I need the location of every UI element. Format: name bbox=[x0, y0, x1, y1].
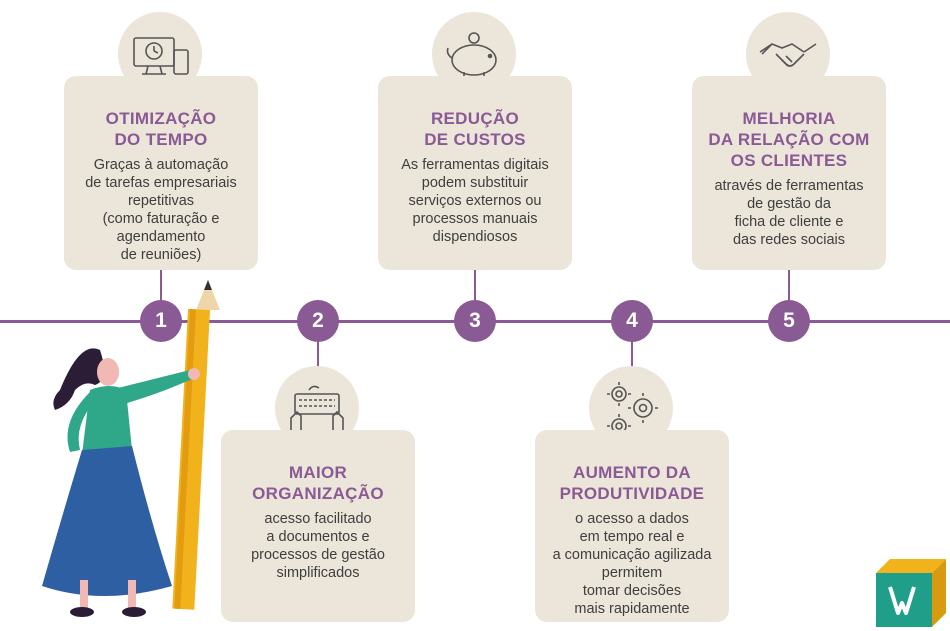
step-body-2: acesso facilitado a documentos e process… bbox=[251, 511, 385, 581]
step-number-2: 2 bbox=[297, 300, 339, 342]
step-card-3: REDUÇÃO DE CUSTOS As ferramentas digitai… bbox=[378, 76, 572, 270]
step-title-2: MAIOR ORGANIZAÇÃO bbox=[252, 463, 384, 503]
step-number-3: 3 bbox=[454, 300, 496, 342]
step-body-5: através de ferramentas de gestão da fich… bbox=[714, 178, 864, 248]
connector-3 bbox=[474, 270, 476, 322]
pencil-icon bbox=[172, 280, 220, 610]
woman-with-pencil-illustration bbox=[42, 280, 220, 617]
brand-logo-icon bbox=[876, 559, 946, 627]
computer-clock-icon bbox=[133, 37, 189, 75]
step-body-4: o acesso a dados em tempo real e a comun… bbox=[552, 511, 712, 617]
step-title-5: MELHORIA DA RELAÇÃO COM OS CLIENTES bbox=[708, 109, 870, 170]
hands-keyboard-icon bbox=[290, 385, 344, 432]
step-title-3: REDUÇÃO DE CUSTOS bbox=[424, 109, 526, 149]
gears-icon bbox=[607, 382, 658, 438]
step-card-4: AUMENTO DA PRODUTIVIDADE o acesso a dado… bbox=[535, 430, 729, 622]
step-body-3: As ferramentas digitais podem substituir… bbox=[401, 157, 549, 245]
step-body-1: Graças à automação de tarefas empresaria… bbox=[85, 157, 237, 263]
handshake-icon bbox=[759, 43, 817, 67]
step-card-1: OTIMIZAÇÃO DO TEMPO Graças à automação d… bbox=[64, 76, 258, 270]
step-title-4: AUMENTO DA PRODUTIVIDADE bbox=[559, 463, 705, 503]
step-number-1: 1 bbox=[140, 300, 182, 342]
step-card-5: MELHORIA DA RELAÇÃO COM OS CLIENTES atra… bbox=[692, 76, 886, 270]
step-title-1: OTIMIZAÇÃO DO TEMPO bbox=[105, 109, 217, 149]
step-number-4: 4 bbox=[611, 300, 653, 342]
step-number-5: 5 bbox=[768, 300, 810, 342]
step-card-2: MAIOR ORGANIZAÇÃO acesso facilitado a do… bbox=[221, 430, 415, 622]
connector-5 bbox=[788, 270, 790, 322]
connector-1 bbox=[160, 270, 162, 322]
